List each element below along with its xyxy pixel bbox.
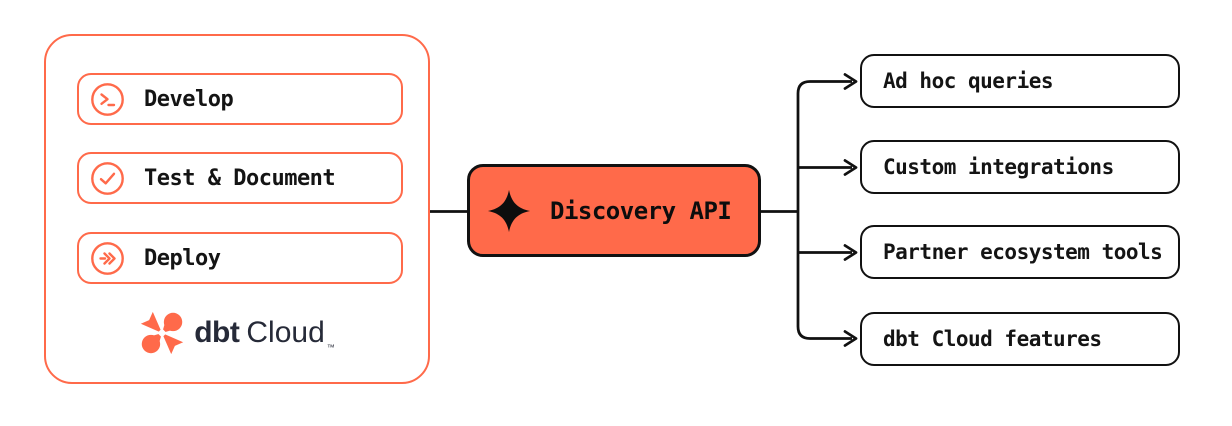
deploy-label: Deploy — [144, 245, 221, 271]
double-chevron-icon — [91, 241, 124, 275]
arrowhead-icon — [843, 73, 858, 90]
check-circle-icon — [91, 161, 124, 195]
output-label: Partner ecosystem tools — [883, 240, 1163, 264]
arrowhead-icon — [843, 330, 858, 347]
dbt-logo-mark — [141, 311, 184, 355]
dbt-cloud-logo: dbt Cloud ™ — [46, 308, 428, 358]
dbt-wordmark: dbt — [194, 316, 240, 349]
discovery-api-label: Discovery API — [550, 196, 732, 225]
arrowhead-icon — [843, 244, 858, 261]
develop-label: Develop — [144, 86, 234, 112]
test-document-label: Test & Document — [144, 165, 336, 191]
terminal-icon — [91, 82, 124, 116]
output-dbt-cloud-features: dbt Cloud features — [860, 312, 1180, 366]
develop-node: Develop — [77, 73, 403, 125]
connector-trunk-top — [796, 80, 852, 212]
sparkle-icon — [487, 189, 531, 232]
output-partner-ecosystem-tools: Partner ecosystem tools — [860, 225, 1180, 279]
deploy-node: Deploy — [77, 232, 403, 284]
dbt-cloud-panel: Develop Test & Document Deploy — [44, 34, 430, 384]
discovery-api-node: Discovery API — [467, 164, 761, 257]
connector-trunk-bottom — [796, 211, 852, 340]
test-document-node: Test & Document — [77, 152, 403, 204]
trademark-symbol: ™ — [326, 343, 335, 352]
output-label: Custom integrations — [883, 155, 1114, 179]
output-label: dbt Cloud features — [883, 327, 1102, 351]
arrowhead-icon — [843, 159, 858, 176]
output-label: Ad hoc queries — [883, 69, 1054, 93]
output-custom-integrations: Custom integrations — [860, 140, 1180, 194]
cloud-wordmark: Cloud — [246, 316, 325, 349]
output-ad-hoc-queries: Ad hoc queries — [860, 54, 1180, 108]
